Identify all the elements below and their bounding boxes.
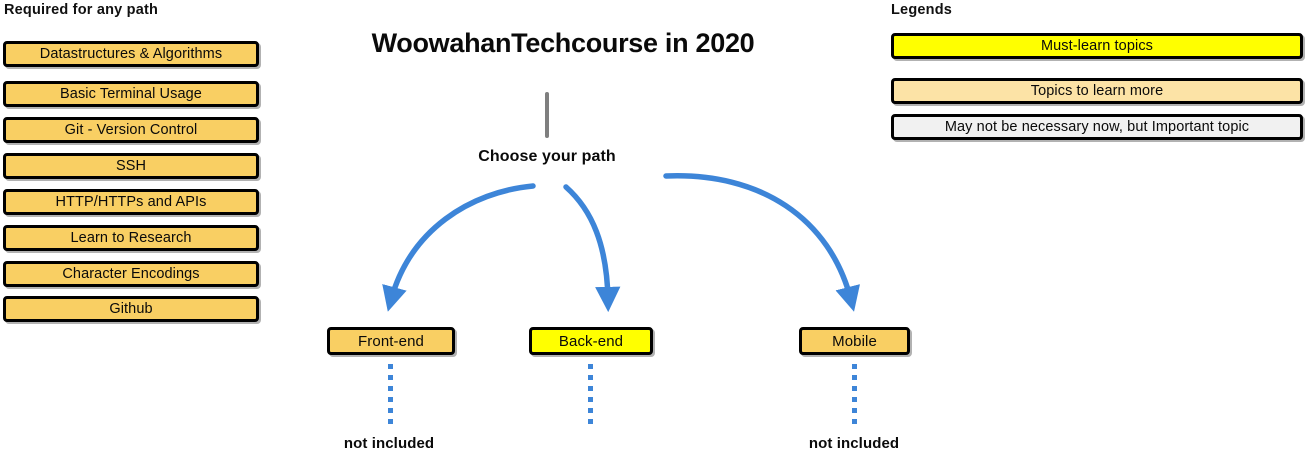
path-label: Mobile	[832, 332, 877, 350]
legend-label: May not be necessary now, but Important …	[944, 119, 1250, 135]
path-label: Front-end	[358, 332, 424, 350]
required-topic-item[interactable]: Basic Terminal Usage	[3, 81, 259, 107]
required-topic-label: Git - Version Control	[64, 122, 198, 138]
required-topic-item[interactable]: HTTP/HTTPs and APIs	[3, 189, 259, 215]
path-box-mobile[interactable]: Mobile	[799, 327, 910, 355]
legend-item-learn-more: Topics to learn more	[891, 78, 1303, 104]
required-topic-item[interactable]: SSH	[3, 153, 259, 179]
path-box-back-end[interactable]: Back-end	[529, 327, 653, 355]
required-topic-item[interactable]: Github	[3, 296, 259, 322]
required-topic-item[interactable]: Learn to Research	[3, 225, 259, 251]
dotted-line-icon	[388, 364, 393, 426]
arrow-to-front-end	[382, 183, 536, 312]
required-topic-item[interactable]: Character Encodings	[3, 261, 259, 287]
required-topic-label: Github	[109, 301, 153, 317]
dotted-line-icon	[588, 364, 593, 426]
required-topic-label: Learn to Research	[70, 230, 192, 246]
arrow-to-back-end	[563, 184, 621, 313]
required-section-heading: Required for any path	[4, 2, 159, 18]
required-topic-item[interactable]: Git - Version Control	[3, 117, 259, 143]
required-topic-label: Character Encodings	[62, 266, 200, 282]
required-topic-label: Basic Terminal Usage	[60, 86, 202, 102]
legend-item-must-learn: Must-learn topics	[891, 33, 1303, 59]
dotted-line-icon	[852, 364, 857, 426]
required-topic-label: Datastructures & Algorithms	[39, 46, 223, 62]
mobile-note: not included	[808, 435, 900, 452]
choose-your-path-label: Choose your path	[478, 148, 616, 165]
legend-item-important: May not be necessary now, but Important …	[891, 114, 1303, 140]
path-box-front-end[interactable]: Front-end	[327, 327, 455, 355]
legends-section-heading: Legends	[891, 2, 953, 18]
root-stem-line	[545, 92, 549, 138]
required-topic-label: SSH	[115, 158, 147, 174]
legend-label: Must-learn topics	[1040, 38, 1154, 54]
required-topic-item[interactable]: Datastructures & Algorithms	[3, 41, 259, 67]
front-end-note: not included	[343, 435, 435, 452]
path-label: Back-end	[558, 332, 624, 350]
arrow-to-mobile	[663, 173, 860, 312]
legend-label: Topics to learn more	[1030, 83, 1164, 99]
required-topic-label: HTTP/HTTPs and APIs	[55, 194, 207, 210]
page-title: WoowahanTechcourse in 2020	[371, 28, 755, 58]
